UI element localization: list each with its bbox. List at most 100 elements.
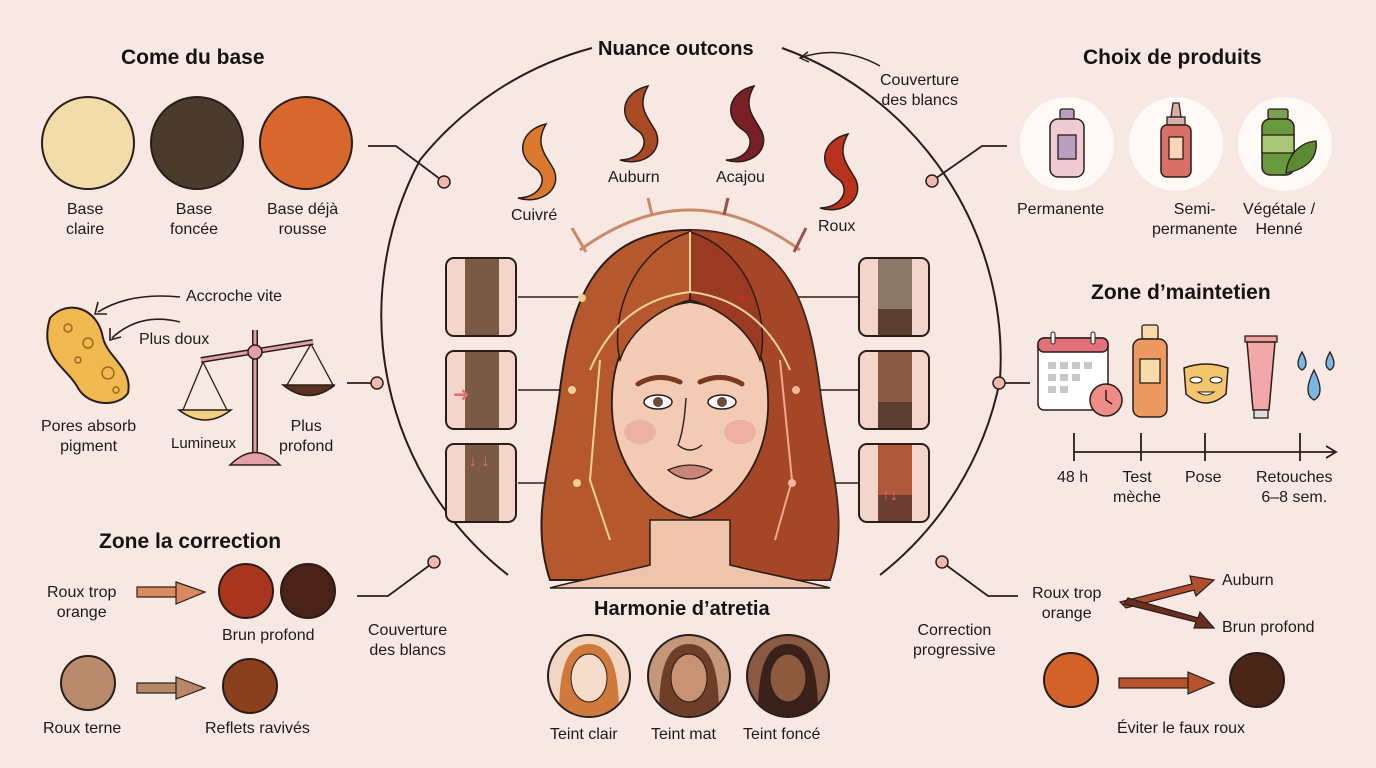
- swatch-base-rousse: [259, 96, 353, 190]
- avatar-teint-clair: [547, 634, 631, 718]
- product-label: Permanente: [1017, 201, 1105, 218]
- base-label: Base claire: [66, 200, 104, 240]
- label-line: Roux trop: [1032, 585, 1102, 602]
- sponge-label: Pores absorb pigment: [41, 417, 136, 457]
- nuance-label: Acajou: [716, 169, 765, 186]
- swatch-orange-red: [1043, 652, 1099, 708]
- swatch-reflets-ravives: [222, 658, 278, 714]
- timeline-label: Retouches 6–8 sem.: [1256, 468, 1333, 508]
- avoid-fake-red-label: Éviter le faux roux: [1117, 720, 1246, 737]
- harmony-label: Teint clair: [550, 726, 618, 743]
- label-line: Couverture: [368, 622, 448, 639]
- label-line: foncée: [170, 221, 219, 238]
- arrow-right-icon: [136, 676, 207, 700]
- bottle-semi-permanent-icon: [1160, 102, 1192, 178]
- label-line: mèche: [1113, 489, 1162, 506]
- scale-left-label: Lumineux: [171, 435, 237, 452]
- swatch-base-claire: [41, 96, 135, 190]
- label-line: Base: [175, 201, 213, 218]
- grey-hair-coverage-panel: [858, 257, 930, 337]
- correction-side-note: Couverture des blancs: [368, 621, 447, 661]
- henna-bottle-leaf-icon: [1261, 108, 1317, 176]
- base-section-title: Come du base: [121, 46, 265, 69]
- calendar-clock-icon: [1037, 331, 1123, 417]
- note-line: des blancs: [881, 92, 958, 109]
- face-mask-icon: [1183, 363, 1229, 404]
- correction-to-label: Brun profond: [222, 627, 315, 644]
- nuance-label: Cuivré: [511, 207, 558, 224]
- woman-face-illustration: [540, 228, 840, 589]
- right-correction-to-brown: Brun profond: [1222, 619, 1315, 636]
- swatch-red-brown: [218, 563, 274, 619]
- label-line: progressive: [913, 642, 996, 659]
- hair-strand-cuivre-icon: [517, 122, 557, 201]
- product-semi-permanent: [1129, 97, 1223, 191]
- label-line: pigment: [60, 438, 118, 455]
- balance-scale-icon: [176, 330, 335, 466]
- swatch-dark-brown: [1229, 652, 1285, 708]
- nuance-label: Roux: [818, 218, 856, 235]
- progressive-correction-note: Correction progressive: [913, 621, 996, 661]
- timeline-label: Test mèche: [1113, 468, 1161, 508]
- product-vegetal-henna: [1238, 97, 1332, 191]
- hair-cuticle-panel-sealing: ↓ ↓: [445, 443, 517, 523]
- note-line: Couverture: [880, 72, 960, 89]
- maintenance-section-title: Zone d’maintetien: [1091, 281, 1271, 304]
- label-line: Test: [1122, 469, 1152, 486]
- label-line: Végétale /: [1243, 201, 1316, 218]
- top-right-note: Couverture des blancs: [880, 71, 959, 111]
- correction-to-label: Reflets ravivés: [205, 720, 310, 737]
- hair-cuticle-panel-penetration: ➜: [445, 350, 517, 430]
- label-line: Base: [66, 201, 104, 218]
- timeline-label: 48 h: [1057, 469, 1089, 486]
- harmony-label: Teint foncé: [743, 726, 821, 743]
- correction-section-title: Zone la correction: [99, 530, 282, 553]
- hair-cuticle-panel-porous: [445, 257, 517, 337]
- label-line: Semi-: [1173, 201, 1216, 218]
- correction-from-label: Roux terne: [43, 720, 122, 737]
- hair-strand-acajou-icon: [725, 84, 765, 163]
- nuance-label: Auburn: [608, 169, 660, 186]
- right-correction-from: Roux trop orange: [1032, 584, 1101, 624]
- timeline-label: Pose: [1185, 469, 1222, 486]
- shampoo-bottle-icon: [1132, 324, 1168, 418]
- label-line: Correction: [917, 622, 992, 639]
- swatch-base-foncee: [150, 96, 244, 190]
- hair-strand-roux-icon: [819, 132, 859, 211]
- harmony-section-title: Harmonie d’atretia: [594, 598, 770, 620]
- label-line: permanente: [1152, 221, 1238, 238]
- sponge-icon: [46, 306, 130, 405]
- label-line: 6–8 sem.: [1261, 489, 1328, 506]
- product-label: Semi-permanente: [1152, 200, 1237, 240]
- avatar-teint-fonce: [746, 634, 830, 718]
- bottle-permanent-icon: [1049, 108, 1085, 178]
- pigment-fade-panel: ↑↓: [858, 443, 930, 523]
- label-line: Base déjà: [267, 201, 339, 218]
- harmony-label: Teint mat: [651, 726, 716, 743]
- label-line: orange: [56, 604, 107, 621]
- right-correction-to-auburn: Auburn: [1222, 572, 1274, 589]
- products-section-title: Choix de produits: [1083, 46, 1262, 69]
- note-accroche-vite: Accroche vite: [186, 288, 283, 305]
- label-line: claire: [66, 221, 105, 238]
- swatch-deep-brown: [280, 563, 336, 619]
- label-line: Retouches: [1256, 469, 1333, 486]
- product-permanent: [1020, 97, 1114, 191]
- label-line: des blancs: [369, 642, 446, 659]
- label-line: Henné: [1255, 221, 1303, 238]
- label-line: profond: [279, 438, 334, 455]
- label-line: rousse: [278, 221, 327, 238]
- base-label: Base déjà rousse: [267, 200, 338, 240]
- base-label: Base foncée: [170, 200, 218, 240]
- avatar-teint-mat: [647, 634, 731, 718]
- label-line: orange: [1041, 605, 1092, 622]
- label-line: Pores absorb: [41, 418, 137, 435]
- arrow-right-icon: [136, 581, 207, 605]
- water-drops-icon: [1297, 350, 1335, 401]
- partial-grey-panel: [858, 350, 930, 430]
- swatch-roux-terne: [60, 655, 116, 711]
- note-plus-doux: Plus doux: [139, 331, 210, 348]
- label-line: Plus: [290, 418, 322, 435]
- scale-right-label: Plus profond: [279, 417, 333, 457]
